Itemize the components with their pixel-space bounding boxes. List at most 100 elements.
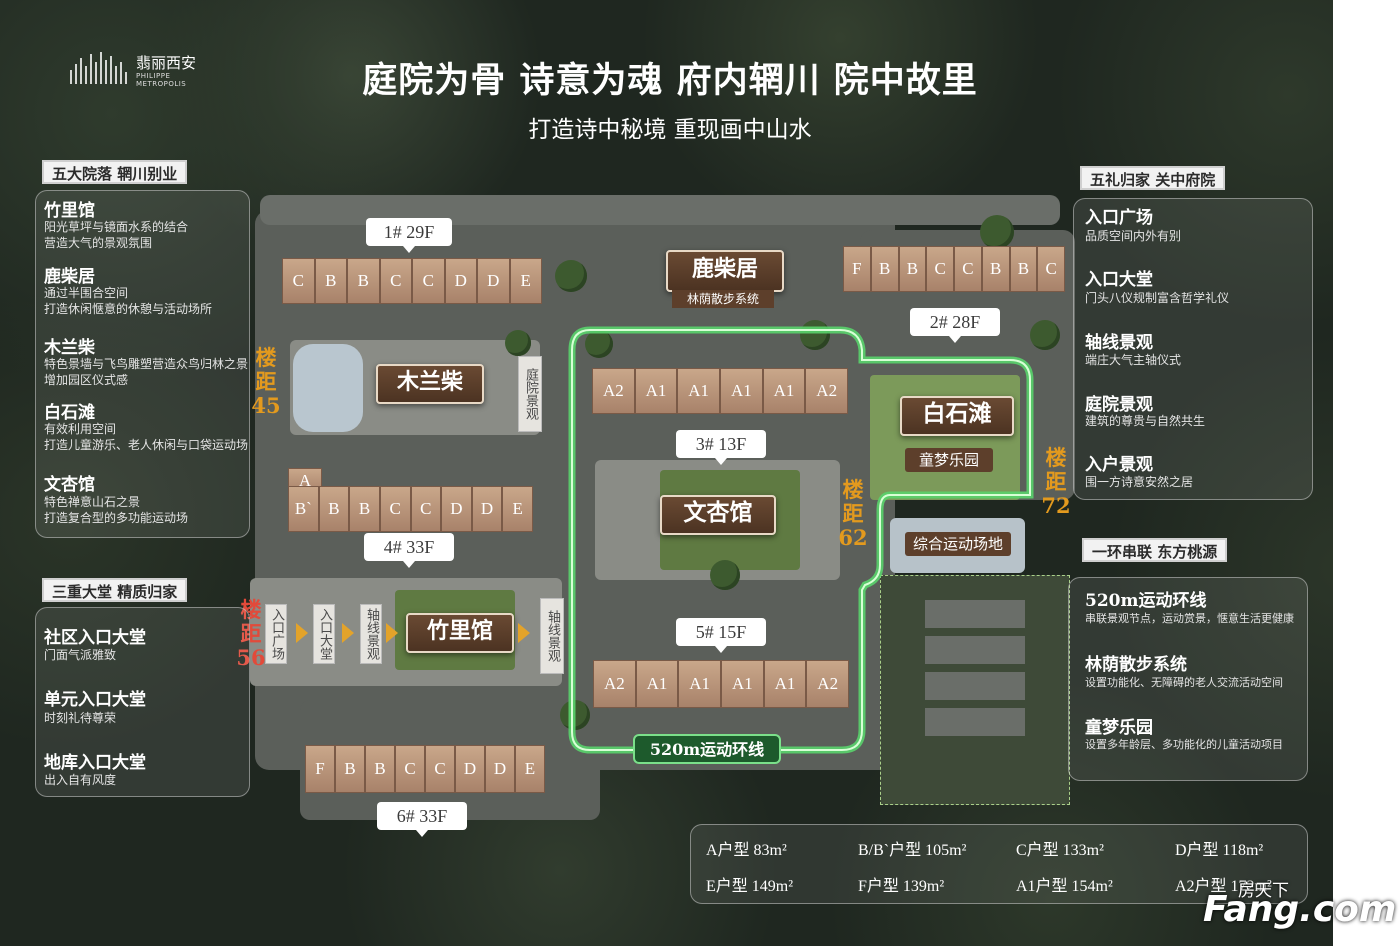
- item-title: 白石滩: [44, 403, 95, 423]
- item-desc: 打造复合型的多功能运动场: [44, 511, 189, 525]
- baishitan-garden: [870, 375, 1020, 500]
- unit: A1: [762, 368, 806, 414]
- unit: B`: [288, 486, 319, 532]
- building-2: F B B C C B B C: [843, 246, 1065, 292]
- item-desc: 建筑的尊贵与自然共生: [1085, 414, 1206, 428]
- legend-item: D户型 118m²: [1175, 842, 1264, 859]
- unit: B: [870, 246, 899, 292]
- legend-item: E户型 149m²: [706, 878, 794, 895]
- item-title: 庭院景观: [1085, 395, 1153, 415]
- item-desc: 串联景观节点，运动赏景，惬意生活更健康: [1085, 612, 1294, 625]
- unit: E: [509, 258, 542, 304]
- court-mulanchai-title: 木兰柴: [396, 369, 463, 395]
- vlabel-tingyuan: 庭院景观: [518, 356, 542, 432]
- legend-item: B/B`户型 105m²: [858, 842, 967, 859]
- unit: A1: [721, 660, 764, 708]
- tree: [980, 215, 1014, 249]
- court-baishitan: 白石滩: [900, 396, 1014, 436]
- unit: A2: [593, 660, 636, 708]
- item-desc: 增加园区仪式感: [44, 373, 129, 387]
- court-zhuliguan: 竹里馆: [406, 613, 514, 653]
- unit: D: [455, 745, 485, 793]
- tree: [710, 560, 740, 590]
- legend-item: A户型 83m²: [706, 842, 787, 859]
- legend-item: A1户型 154m²: [1016, 878, 1113, 895]
- item-desc: 阳光草坪与镜面水系的结合: [44, 220, 189, 234]
- brand-name-cn: 翡丽西安: [136, 54, 197, 72]
- item-desc: 设置多年龄层、多功能化的儿童活动项目: [1085, 738, 1283, 751]
- item-title: 地库入口大堂: [44, 753, 146, 773]
- spacing-62: 楼距62: [838, 477, 868, 550]
- watermark-bottom: Fang.com: [1203, 889, 1397, 930]
- arrow-icon: [342, 623, 354, 643]
- unit: A1: [635, 660, 679, 708]
- item-title: 童梦乐园: [1085, 718, 1153, 738]
- right-panel-loop-tag: 一环串联 东方桃源: [1082, 538, 1228, 562]
- building-tag-4: 4# 33F: [364, 533, 454, 568]
- court-baishitan-title: 白石滩: [922, 400, 992, 427]
- item-title: 单元入口大堂: [44, 690, 146, 710]
- unit: C: [425, 745, 455, 793]
- unit: C: [395, 745, 425, 793]
- court-luchaiju-sub: 林荫散步系统: [672, 290, 774, 308]
- building-4: B` B B C C D D E: [288, 486, 533, 532]
- item-desc: 围一方诗意安然之居: [1085, 475, 1194, 489]
- unit: B: [349, 486, 380, 532]
- building-tag-5: 5# 15F: [676, 618, 766, 653]
- court-mulanchai: 木兰柴: [376, 364, 484, 404]
- building-tag-2: 2# 28F: [910, 308, 1000, 343]
- unit: A2: [805, 368, 849, 414]
- item-title: 轴线景观: [1085, 333, 1153, 353]
- unit: A2: [806, 660, 850, 708]
- right-panel-loop: [1068, 577, 1308, 781]
- tree: [1030, 320, 1060, 350]
- legend-item: A2户型 172m²: [1175, 878, 1272, 895]
- item-title: 社区入口大堂: [44, 628, 146, 648]
- unit-type-legend: [690, 824, 1308, 904]
- item-title: 文杏馆: [44, 475, 95, 495]
- unit: C: [282, 258, 315, 304]
- item-title: 竹里馆: [44, 201, 95, 221]
- legend-item: C户型 133m²: [1016, 842, 1104, 859]
- unit: B: [898, 246, 927, 292]
- unit: F: [843, 246, 871, 292]
- unit: B: [981, 246, 1010, 292]
- court-sports: 综合运动场地: [905, 532, 1011, 556]
- unit: F: [305, 745, 335, 793]
- unit: A1: [763, 660, 807, 708]
- building-6: F B B C C D D E: [305, 745, 545, 793]
- unit: C: [412, 258, 445, 304]
- spacing-72: 楼距72: [1041, 445, 1071, 518]
- unit: A1: [677, 368, 721, 414]
- item-title: 入口广场: [1085, 208, 1153, 228]
- mulan-pool: [293, 344, 363, 432]
- unit: A1: [720, 368, 763, 414]
- unit: B: [365, 745, 395, 793]
- legend-item: F户型 139m²: [858, 878, 945, 895]
- tree: [800, 320, 830, 350]
- unit: E: [515, 745, 545, 793]
- brand-logo: 翡丽西安 PHILIPPE METROPOLIS: [68, 48, 218, 88]
- arrow-icon: [518, 623, 530, 643]
- unit: B: [335, 745, 365, 793]
- unit: C: [379, 258, 412, 304]
- court-luchaiju: 鹿柴居: [666, 250, 784, 292]
- item-desc: 端庄大气主轴仪式: [1085, 353, 1182, 367]
- unit: D: [441, 486, 472, 532]
- item-title: 520m运动环线: [1085, 591, 1207, 611]
- vlabel-zhouxian-2: 轴线景观: [540, 598, 564, 674]
- unit: C: [954, 246, 982, 292]
- page-subtitle: 打造诗中秘境 重现画中山水: [528, 117, 812, 143]
- tree: [505, 330, 531, 356]
- item-desc: 时刻礼待尊荣: [44, 711, 117, 725]
- arrow-icon: [296, 623, 308, 643]
- unit: E: [502, 486, 533, 532]
- item-desc: 出入自有风度: [44, 773, 117, 787]
- unit: B: [318, 486, 350, 532]
- unit: C: [410, 486, 442, 532]
- court-luchaiju-title: 鹿柴居: [691, 256, 758, 282]
- building-5: A2 A1 A1 A1 A1 A2: [593, 660, 850, 708]
- vlabel-zhouxian-1: 轴线景观: [360, 604, 382, 664]
